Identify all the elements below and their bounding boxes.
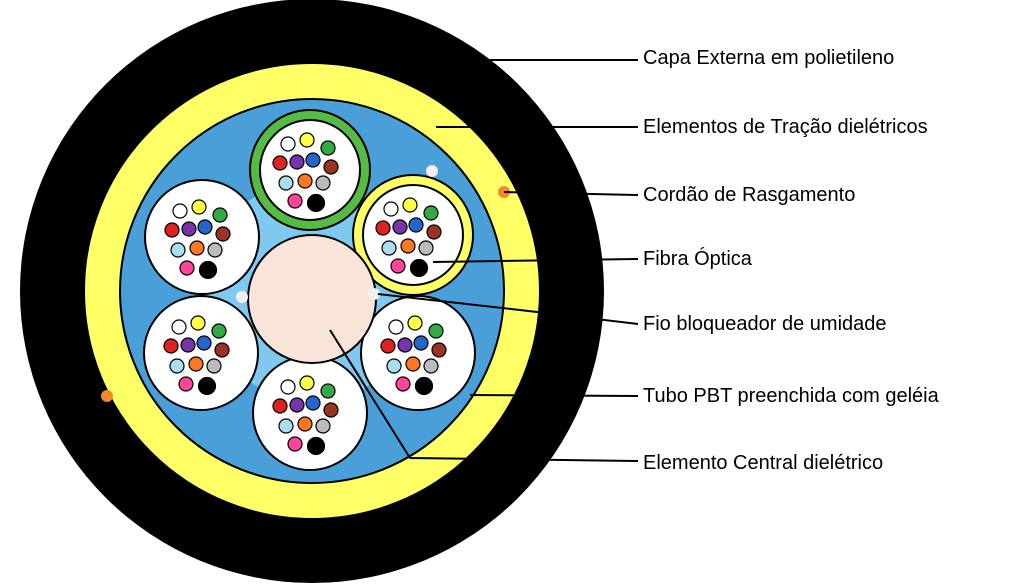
optical-fiber	[315, 418, 331, 434]
optical-fiber	[198, 260, 218, 280]
pbt-buffer-tube	[360, 295, 476, 411]
optical-fiber	[272, 398, 288, 414]
optical-fiber	[280, 379, 296, 395]
leader-line	[377, 293, 639, 325]
optical-fiber	[390, 258, 406, 274]
leader-line	[432, 258, 639, 263]
optical-fiber	[289, 154, 305, 170]
optical-fiber	[196, 335, 212, 351]
optical-fiber	[388, 319, 404, 335]
label-strength-members: Elementos de Tração dielétricos	[643, 116, 928, 138]
label-ripcord: Cordão de Rasgamento	[643, 184, 856, 206]
label-optical-fiber: Fibra Óptica	[643, 248, 752, 270]
optical-fiber	[207, 242, 223, 258]
optical-fiber	[287, 193, 303, 209]
optical-fiber	[386, 358, 402, 374]
optical-fiber	[423, 205, 439, 221]
optical-fiber	[197, 376, 217, 396]
optical-fiber	[375, 220, 391, 236]
optical-fiber	[169, 358, 185, 374]
optical-fiber	[323, 402, 339, 418]
optical-fiber	[164, 222, 180, 238]
optical-fiber	[409, 258, 429, 278]
optical-fiber	[189, 240, 205, 256]
optical-fiber	[278, 175, 294, 191]
leader-line	[503, 191, 639, 196]
optical-fiber	[306, 193, 326, 213]
label-water-blocking-yarn: Fio bloqueador de umidade	[643, 313, 887, 335]
optical-fiber	[414, 376, 434, 396]
optical-fiber	[278, 418, 294, 434]
optical-fiber	[272, 155, 288, 171]
optical-fiber	[397, 337, 413, 353]
optical-fiber	[315, 175, 331, 191]
pbt-buffer-tube	[143, 295, 259, 411]
optical-fiber	[170, 242, 186, 258]
optical-fiber	[188, 356, 204, 372]
optical-fiber	[299, 132, 315, 148]
water-blocking-yarn	[236, 291, 248, 303]
optical-fiber	[408, 217, 424, 233]
optical-fiber	[380, 338, 396, 354]
label-outer-jacket: Capa Externa em polietileno	[643, 47, 895, 69]
optical-fiber	[214, 342, 230, 358]
optical-fiber	[306, 436, 326, 456]
optical-fiber	[407, 315, 423, 331]
optical-fiber	[320, 140, 336, 156]
leader-line	[469, 394, 639, 397]
optical-fiber	[191, 199, 207, 215]
optical-fiber	[299, 375, 315, 391]
optical-fiber	[395, 376, 411, 392]
optical-fiber	[197, 219, 213, 235]
optical-fiber	[190, 315, 206, 331]
optical-fiber	[181, 221, 197, 237]
label-central-element: Elemento Central dielétrico	[643, 452, 884, 474]
optical-fiber	[211, 323, 227, 339]
optical-fiber	[305, 152, 321, 168]
optical-fiber	[206, 358, 222, 374]
optical-fiber	[280, 136, 296, 152]
optical-fiber	[402, 197, 418, 213]
optical-fiber	[405, 356, 421, 372]
optical-fiber	[179, 260, 195, 276]
optical-fiber	[392, 219, 408, 235]
pbt-buffer-tube	[144, 179, 260, 295]
optical-fiber	[178, 376, 194, 392]
central-strength-element	[247, 234, 377, 364]
water-blocking-yarn	[426, 165, 438, 177]
optical-fiber	[413, 335, 429, 351]
optical-fiber	[383, 201, 399, 217]
leader-line	[329, 329, 639, 462]
optical-fiber	[297, 173, 313, 189]
optical-fiber	[171, 319, 187, 335]
optical-fiber	[431, 342, 447, 358]
water-blocking-yarn	[368, 288, 380, 300]
pbt-buffer-tube	[252, 355, 368, 471]
optical-fiber	[172, 203, 188, 219]
optical-fiber	[423, 358, 439, 374]
optical-fiber	[287, 436, 303, 452]
optical-fiber	[305, 395, 321, 411]
optical-fiber	[163, 338, 179, 354]
optical-fiber	[180, 337, 196, 353]
optical-fiber	[289, 397, 305, 413]
label-pbt-tube: Tubo PBT preenchida com geléia	[643, 385, 939, 407]
ripcord	[101, 390, 113, 402]
optical-fiber	[297, 416, 313, 432]
optical-fiber	[323, 159, 339, 175]
optical-fiber	[320, 383, 336, 399]
optical-fiber	[428, 323, 444, 339]
optical-fiber	[400, 238, 416, 254]
optical-fiber	[381, 240, 397, 256]
optical-fiber	[426, 224, 442, 240]
optical-fiber	[212, 207, 228, 223]
optical-fiber	[418, 240, 434, 256]
optical-fiber	[215, 226, 231, 242]
